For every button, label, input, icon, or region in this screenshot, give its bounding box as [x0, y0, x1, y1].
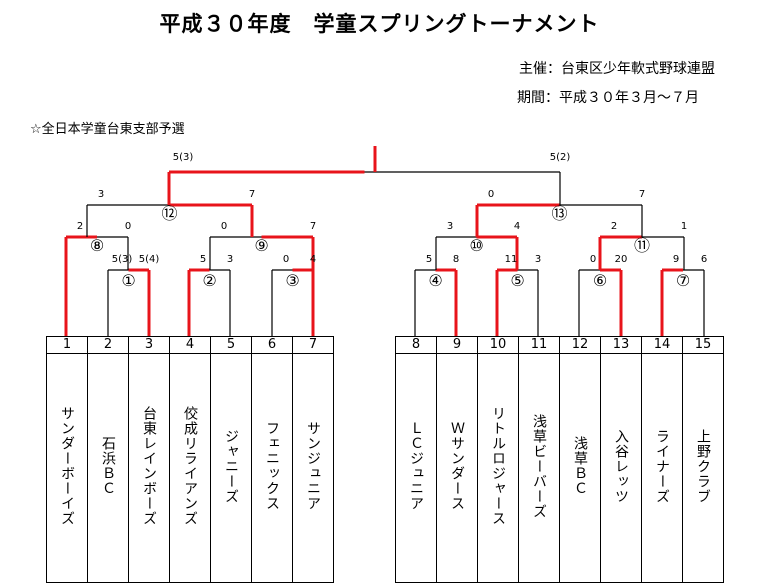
team-name: ジャニーズ [223, 428, 239, 504]
match-number-label: ② [202, 271, 216, 290]
team-number: 5 [210, 336, 252, 354]
period-label: 期間：平成３０年３月～７月 [517, 90, 699, 106]
match-score-right: 5(4) [139, 254, 160, 265]
match-score-right: 7 [249, 189, 255, 200]
team-name-cell: サンジュニア [292, 353, 334, 583]
team-name: リトルロジャース [490, 406, 506, 526]
team-name-cell: 台東レインボーズ [128, 353, 170, 583]
team-number: 14 [641, 336, 683, 354]
team-number: 12 [559, 336, 601, 354]
team-name-cell: 石浜ＢＣ [87, 353, 129, 583]
match-score-right: 0 [125, 221, 131, 232]
match-score-left: 5 [426, 254, 432, 265]
team-number: 2 [87, 336, 129, 354]
match-number-label: ⑦ [676, 271, 690, 290]
team-name: フェニックス [264, 421, 280, 511]
team-name: ＬＣジュニア [408, 421, 424, 511]
match-number-label: ① [121, 271, 135, 290]
team-name: 浅草ビーバーズ [531, 413, 547, 519]
match-score-right: 3 [535, 254, 541, 265]
team-number: 6 [251, 336, 293, 354]
match-score-left: 11 [505, 254, 518, 265]
team-number: 11 [518, 336, 560, 354]
match-number-label: ⑥ [593, 271, 607, 290]
team-number: 3 [128, 336, 170, 354]
team-number: 7 [292, 336, 334, 354]
match-number-label: ⑩ [469, 236, 483, 255]
team-name-cell: リトルロジャース [477, 353, 519, 583]
match-score-left: 3 [447, 221, 453, 232]
match-score-left: 2 [77, 221, 83, 232]
team-number: 10 [477, 336, 519, 354]
match-number-label: ⑧ [90, 236, 104, 255]
team-number: 8 [395, 336, 437, 354]
match-score-left: 0 [283, 254, 289, 265]
team-name: サンジュニア [305, 421, 321, 511]
team-name-cell: ライナーズ [641, 353, 683, 583]
match-score-left: 3 [98, 189, 104, 200]
match-number-label: ④ [428, 271, 442, 290]
match-score-left: 0 [488, 189, 494, 200]
team-name-cell: フェニックス [251, 353, 293, 583]
match-number-label: ⑪ [634, 236, 650, 255]
match-number-label: ③ [285, 271, 299, 290]
tournament-subtitle: ☆全日本学童台東支部予選 [30, 122, 185, 137]
team-name: 上野クラブ [695, 428, 711, 504]
team-name-cell: 佼成リライアンズ [169, 353, 211, 583]
team-number: 4 [169, 336, 211, 354]
team-name-cell: 浅草ＢＣ [559, 353, 601, 583]
team-number: 1 [46, 336, 88, 354]
match-score-right: 5(2) [550, 152, 571, 163]
team-number: 13 [600, 336, 642, 354]
team-name: 浅草ＢＣ [572, 436, 588, 496]
team-name: 入谷レッツ [613, 428, 629, 504]
match-score-left: 2 [611, 221, 617, 232]
match-score-left: 9 [673, 254, 679, 265]
team-name: 石浜ＢＣ [100, 436, 116, 496]
match-score-right: 7 [639, 189, 645, 200]
match-score-left: 5 [200, 254, 206, 265]
team-name-cell: ジャニーズ [210, 353, 252, 583]
team-name-cell: サンダーボーイズ [46, 353, 88, 583]
match-score-right: 7 [310, 221, 316, 232]
match-score-left: 0 [590, 254, 596, 265]
organizer-label: 主催：台東区少年軟式野球連盟 [519, 61, 715, 77]
team-name-cell: 浅草ビーバーズ [518, 353, 560, 583]
match-number-label: ⑫ [161, 204, 177, 223]
match-score-right: 4 [310, 254, 316, 265]
match-score-right: 1 [681, 221, 687, 232]
match-score-right: 8 [453, 254, 459, 265]
team-name-cell: 入谷レッツ [600, 353, 642, 583]
team-name-cell: Ｗサンダース [436, 353, 478, 583]
match-number-label: ⑬ [551, 204, 567, 223]
team-name: サンダーボーイズ [59, 406, 75, 526]
page-title: 平成３０年度 学童スプリングトーナメント [159, 12, 600, 36]
team-name-cell: ＬＣジュニア [395, 353, 437, 583]
match-score-left: 0 [221, 221, 227, 232]
team-name: 佼成リライアンズ [182, 406, 198, 526]
match-score-right: 20 [615, 254, 628, 265]
match-score-right: 6 [701, 254, 707, 265]
match-score-right: 3 [227, 254, 233, 265]
team-name-cell: 上野クラブ [682, 353, 724, 583]
team-number: 15 [682, 336, 724, 354]
match-number-label: ⑤ [510, 271, 524, 290]
team-number: 9 [436, 336, 478, 354]
team-name: Ｗサンダース [449, 421, 465, 511]
match-score-right: 4 [514, 221, 520, 232]
match-score-left: 5(3) [173, 152, 194, 163]
match-number-label: ⑨ [254, 236, 268, 255]
team-name: ライナーズ [654, 428, 670, 504]
match-score-left: 5(3) [112, 254, 133, 265]
team-name: 台東レインボーズ [141, 406, 157, 526]
